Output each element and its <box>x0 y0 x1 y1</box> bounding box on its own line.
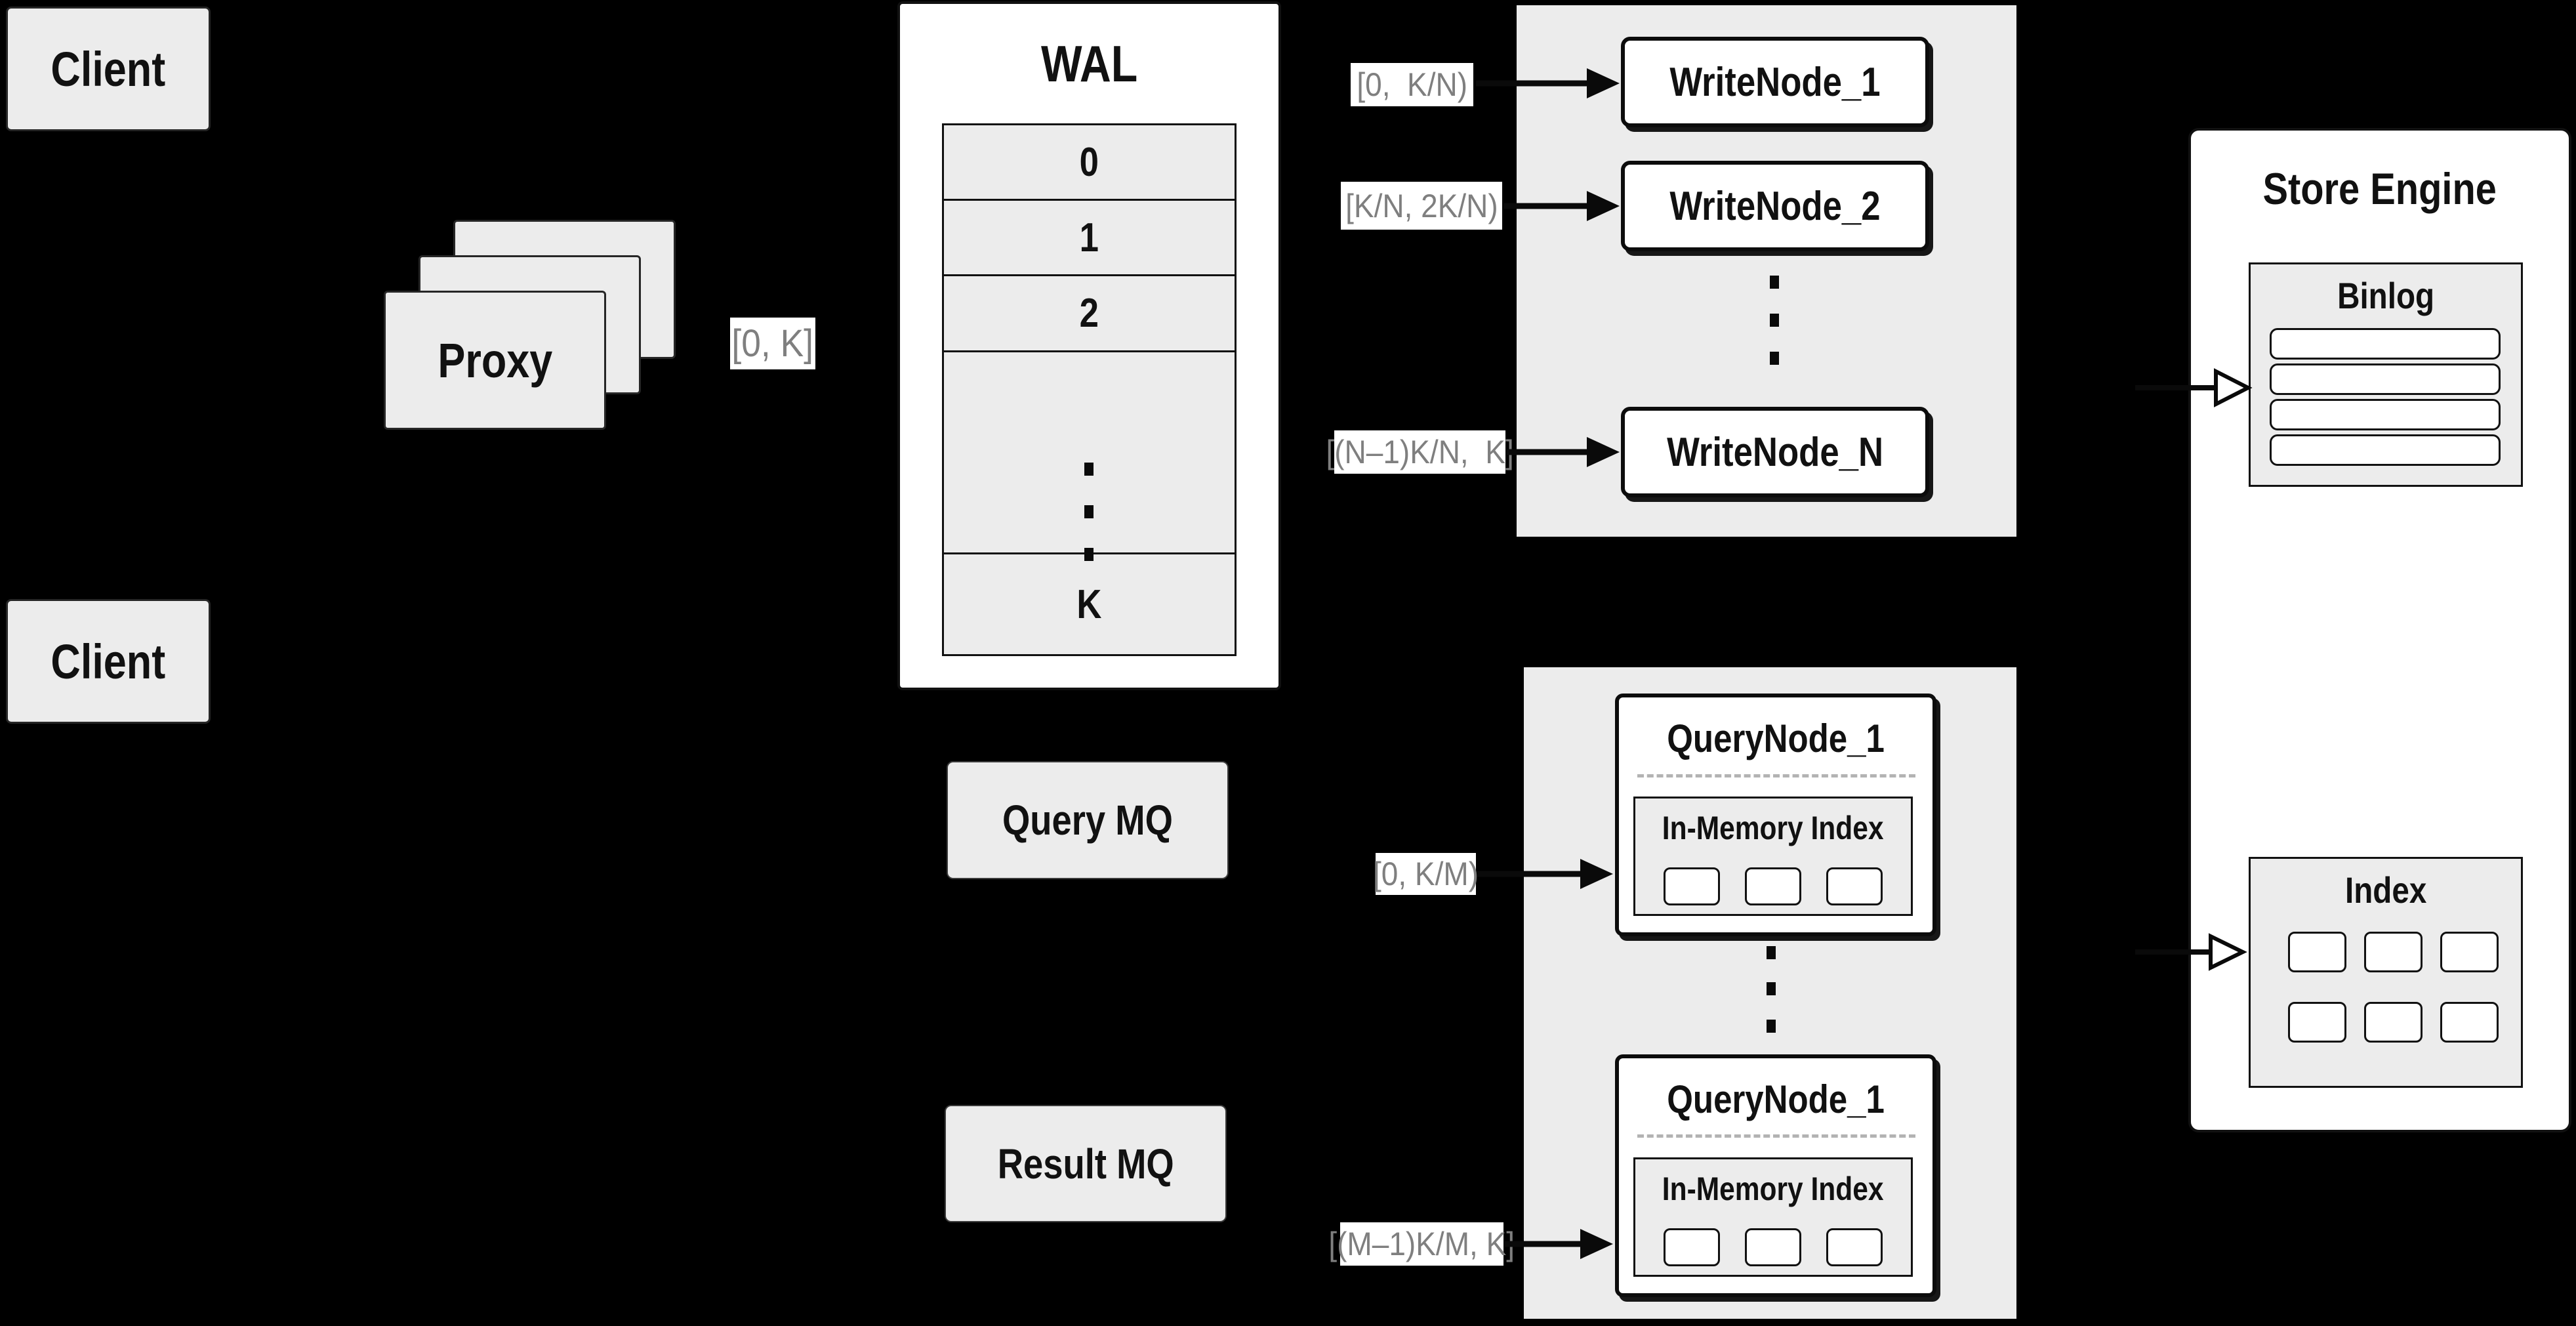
binlog-row <box>2270 328 2501 360</box>
wal-row-ellipsis <box>942 352 1237 554</box>
in-memory-index-title-top: In-Memory Index <box>1662 810 1884 846</box>
edge-label-write-node-n: [(N–1)K/N, K] <box>1326 430 1514 474</box>
index-segment-slot <box>2440 1002 2499 1043</box>
query-mq-box: Query MQ <box>947 761 1229 879</box>
query-nodes-ellipsis-dot <box>1767 1020 1776 1033</box>
query-nodes-ellipsis-dot <box>1767 982 1776 995</box>
wal-table: 0 1 2 K <box>942 123 1237 656</box>
memory-segment-slot <box>1664 1228 1720 1266</box>
binlog-row <box>2270 434 2501 466</box>
write-nodes-ellipsis-dot <box>1770 352 1779 365</box>
client-box-top: Client <box>6 7 211 131</box>
proxy-card-front: Proxy <box>384 291 606 430</box>
edge-label-query-node-m: [(M–1)K/M, K] <box>1329 1222 1515 1266</box>
wal-row-k: K <box>942 554 1237 656</box>
wal-ellipsis-dot <box>1084 548 1094 561</box>
write-node-2-box: WriteNode_2 <box>1621 161 1929 251</box>
index-panel <box>2249 857 2523 1088</box>
memory-segment-slot <box>1745 867 1801 905</box>
binlog-title: Binlog <box>2337 275 2435 316</box>
index-segment-slot <box>2288 1002 2346 1043</box>
edge-label-proxy-out: [0, K] <box>730 318 815 369</box>
wal-row-0: 0 <box>942 125 1237 201</box>
edge-label-write-node-1: [0, K/N) <box>1351 63 1473 106</box>
result-mq-box: Result MQ <box>945 1105 1227 1222</box>
write-nodes-ellipsis-dot <box>1770 314 1779 327</box>
wal-row-1: 1 <box>942 201 1237 276</box>
edge-label-query-node-1: [0, K/M) <box>1373 853 1479 895</box>
memory-segment-slot <box>1745 1228 1801 1266</box>
wal-ellipsis-dot <box>1084 505 1094 518</box>
query-nodes-ellipsis-dot <box>1767 946 1776 959</box>
store-engine-title: Store Engine <box>2262 163 2497 214</box>
wal-row-2: 2 <box>942 276 1237 352</box>
query-node-bottom-title: QueryNode_1 <box>1667 1077 1885 1121</box>
memory-segment-slot <box>1664 867 1720 905</box>
edge-label-write-node-2: [K/N, 2K/N) <box>1341 182 1502 230</box>
index-segment-slot <box>2364 1002 2423 1043</box>
memory-segment-slot <box>1826 1228 1883 1266</box>
wal-ellipsis-dot <box>1084 463 1094 476</box>
wal-title: WAL <box>1040 34 1138 93</box>
query-node-top-divider <box>1637 774 1915 777</box>
query-node-bottom-divider <box>1637 1134 1915 1138</box>
index-segment-slot <box>2364 932 2423 972</box>
binlog-row <box>2270 399 2501 430</box>
memory-segment-slot <box>1826 867 1883 905</box>
index-segment-slot <box>2288 932 2346 972</box>
query-node-top-title: QueryNode_1 <box>1667 716 1885 760</box>
in-memory-index-title-bottom: In-Memory Index <box>1662 1171 1884 1207</box>
write-node-n-box: WriteNode_N <box>1621 407 1929 497</box>
index-segment-slot <box>2440 932 2499 972</box>
client-box-bottom: Client <box>6 599 211 724</box>
index-title: Index <box>2344 869 2427 911</box>
client-bottom-label: Client <box>51 634 166 689</box>
write-node-1-box: WriteNode_1 <box>1621 37 1929 127</box>
client-top-label: Client <box>51 41 166 96</box>
write-nodes-ellipsis-dot <box>1770 276 1779 289</box>
binlog-row <box>2270 363 2501 395</box>
proxy-label: Proxy <box>438 333 552 388</box>
